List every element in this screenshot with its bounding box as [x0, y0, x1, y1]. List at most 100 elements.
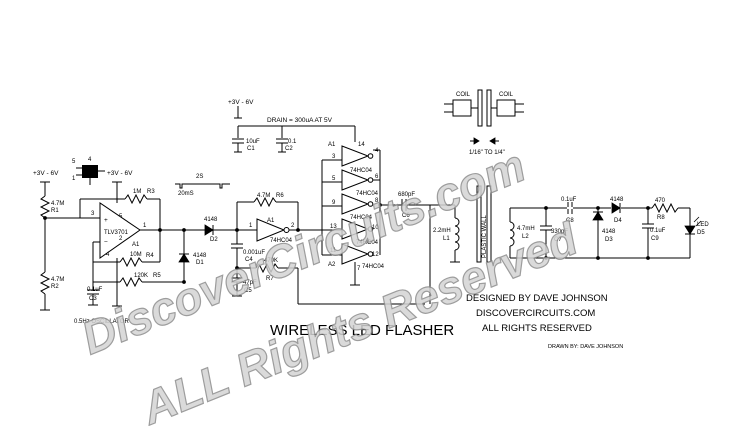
c9-value: 0.1uF [650, 228, 666, 234]
diode-d1: 4148 D1 [178, 230, 207, 282]
website: DISCOVERCIRCUITS.COM [476, 308, 595, 319]
inverter-stack: A1 A2 3 4 74HC04 5 6 74HC04 9 8 74HC04 [321, 142, 430, 286]
c4-value: 0.001uF [243, 250, 265, 256]
drain-label: DRAIN = 300uA AT 5V [267, 117, 333, 124]
stack-gate2-part: 74HC04 [356, 191, 379, 197]
a1-part: 74HC04 [270, 238, 293, 244]
pulse-width: 2S [196, 174, 203, 180]
r5-ref: R5 [153, 273, 161, 279]
r8-value: 470 [655, 198, 666, 204]
c6-ref: C6 [402, 213, 410, 219]
opamp-supply-label: +3V - 6V [107, 170, 133, 177]
c7-value: 330pF [551, 229, 568, 235]
r2-ref: R2 [51, 284, 59, 290]
stack-gate3-part: 74HC04 [350, 215, 373, 221]
rights: ALL RIGHTS RESERVED [482, 323, 592, 334]
stack-gate4-pin-in: 13 [330, 224, 337, 230]
plastic-wall-label: PLASTIC WALL [482, 215, 488, 258]
coil-right-label: COIL [499, 92, 514, 98]
a2-group-label: A2 [328, 262, 336, 268]
c2-ref: C2 [285, 146, 293, 152]
d5-value: LED [697, 222, 709, 228]
svg-text:−: − [104, 239, 108, 246]
l1-ref: L1 [443, 236, 450, 242]
package-pin-4: 4 [88, 157, 92, 163]
c3-value: 0.1uF [87, 287, 103, 293]
stack-gate4-pin-out: 10 [372, 225, 379, 231]
c3-ref: C3 [89, 296, 97, 302]
top-supply: +3V - 6V DRAIN = 300uA AT 5V 14 10uF C1 … [228, 99, 365, 153]
d5-ref: D5 [697, 230, 705, 236]
capacitor-c7: 330pF C7 [540, 208, 568, 258]
opamp-name: TLV3701 [104, 230, 129, 236]
package-pin-5: 5 [72, 159, 76, 165]
sot23-package-icon: 5 4 1 [72, 157, 105, 185]
pin-vcc-label: 14 [358, 142, 365, 148]
oscillator-label: 0.5Hz OSCILLATOR [74, 319, 129, 325]
pin-gnd-label: 7 [357, 266, 361, 272]
r1-value: 4.7M [51, 201, 64, 207]
d1-value: 4148 [193, 253, 207, 259]
drawn-by: DRAWN BY: DAVE JOHNSON [548, 344, 623, 350]
resistor-r8: 470 R8 [651, 198, 679, 221]
d2-value: 4148 [204, 217, 218, 223]
left-supply-label: +3V - 6V [33, 170, 59, 177]
d3-ref: D3 [605, 237, 613, 243]
transmit-section: 680pF C6 2.2mH L1 [398, 192, 460, 304]
coil-spacing-label: 1/16" TO 1/4" [469, 150, 505, 156]
l2-value: 4.7mH [517, 226, 535, 232]
inductor-l2: 4.7mH L2 [509, 221, 535, 247]
c8-value: 0.1uF [561, 197, 577, 203]
opamp-tlv3701: + − TLV3701 A1 1 2 4 [99, 202, 147, 259]
stack-gate5-part: 74HC04 [362, 264, 385, 270]
d1-ref: D1 [196, 260, 204, 266]
c7-ref: C7 [554, 237, 562, 243]
stack-gate3-pin-in: 9 [332, 200, 336, 206]
d4-ref: D4 [614, 218, 622, 224]
a1-pin-in: 1 [249, 223, 253, 229]
c2-value: 0.1 [288, 139, 297, 145]
resistor-r1: 4.7M R1 [39, 195, 64, 272]
capacitor-c2: 0.1 C2 [276, 138, 297, 153]
r8-ref: R8 [657, 215, 665, 221]
l1-value: 2.2mH [433, 228, 451, 234]
opamp-ref: A1 [132, 242, 140, 248]
r7-ref: R7 [266, 276, 274, 282]
c8-ref: C8 [566, 218, 574, 224]
package-pin-1: 1 [72, 176, 76, 182]
diode-d3: 4148 D3 [592, 208, 616, 258]
pulse-waveform-icon: 2S 20mS [175, 174, 230, 197]
coil-diagram: COIL COIL 1/16" TO 1/4" PLASTIC WALL [444, 89, 524, 263]
resistor-r4: 10M R4 [119, 252, 154, 268]
d2-ref: D2 [210, 237, 218, 243]
capacitor-c3: 0.1uF C3 [87, 287, 103, 306]
r4-value: 10M [130, 252, 142, 258]
a1-group-label: A1 [328, 142, 336, 148]
c6-value: 680pF [398, 192, 415, 198]
r6-ref: R6 [276, 193, 284, 199]
stack-gate4-part: 74HC04 [356, 240, 379, 246]
oscillator-section: +3V - 6V 4.7M R1 4.7M R2 3 5 [33, 157, 230, 325]
c4-ref: C4 [245, 257, 253, 263]
resistor-r7: 470K R7 [255, 258, 279, 282]
inverter-a1: A1 74HC04 2 [256, 218, 295, 244]
capacitor-c5: 47pF C5 [231, 277, 257, 297]
designed-by: DESIGNED BY DAVE JOHNSON [466, 293, 608, 304]
opamp-pin-gnd: 4 [106, 252, 110, 258]
r7-value: 470K [264, 258, 278, 264]
c1-ref: C1 [247, 146, 255, 152]
stack-gate2-pin-out: 6 [375, 174, 379, 180]
opamp-pin-out: 1 [143, 223, 147, 229]
receiver-section: 4.7mH L2 330pF C7 0.1uF C8 [509, 197, 709, 260]
resistor-r6: 4.7M R6 [253, 193, 284, 208]
stack-gate5-pin-in: 11 [330, 248, 337, 254]
stack-gate3-pin-out: 8 [375, 198, 379, 204]
resistor-r3: 1M R3 [124, 189, 155, 205]
driver-section: 4148 D2 1 4.7M R6 A1 74HC04 2 [204, 193, 425, 305]
resistor-r2: 4.7M R2 [39, 271, 64, 311]
r3-ref: R3 [147, 189, 155, 195]
diode-d4: 4148 D4 [610, 197, 624, 224]
a1-pin-out: 2 [291, 223, 295, 229]
top-supply-label: +3V - 6V [228, 99, 254, 106]
